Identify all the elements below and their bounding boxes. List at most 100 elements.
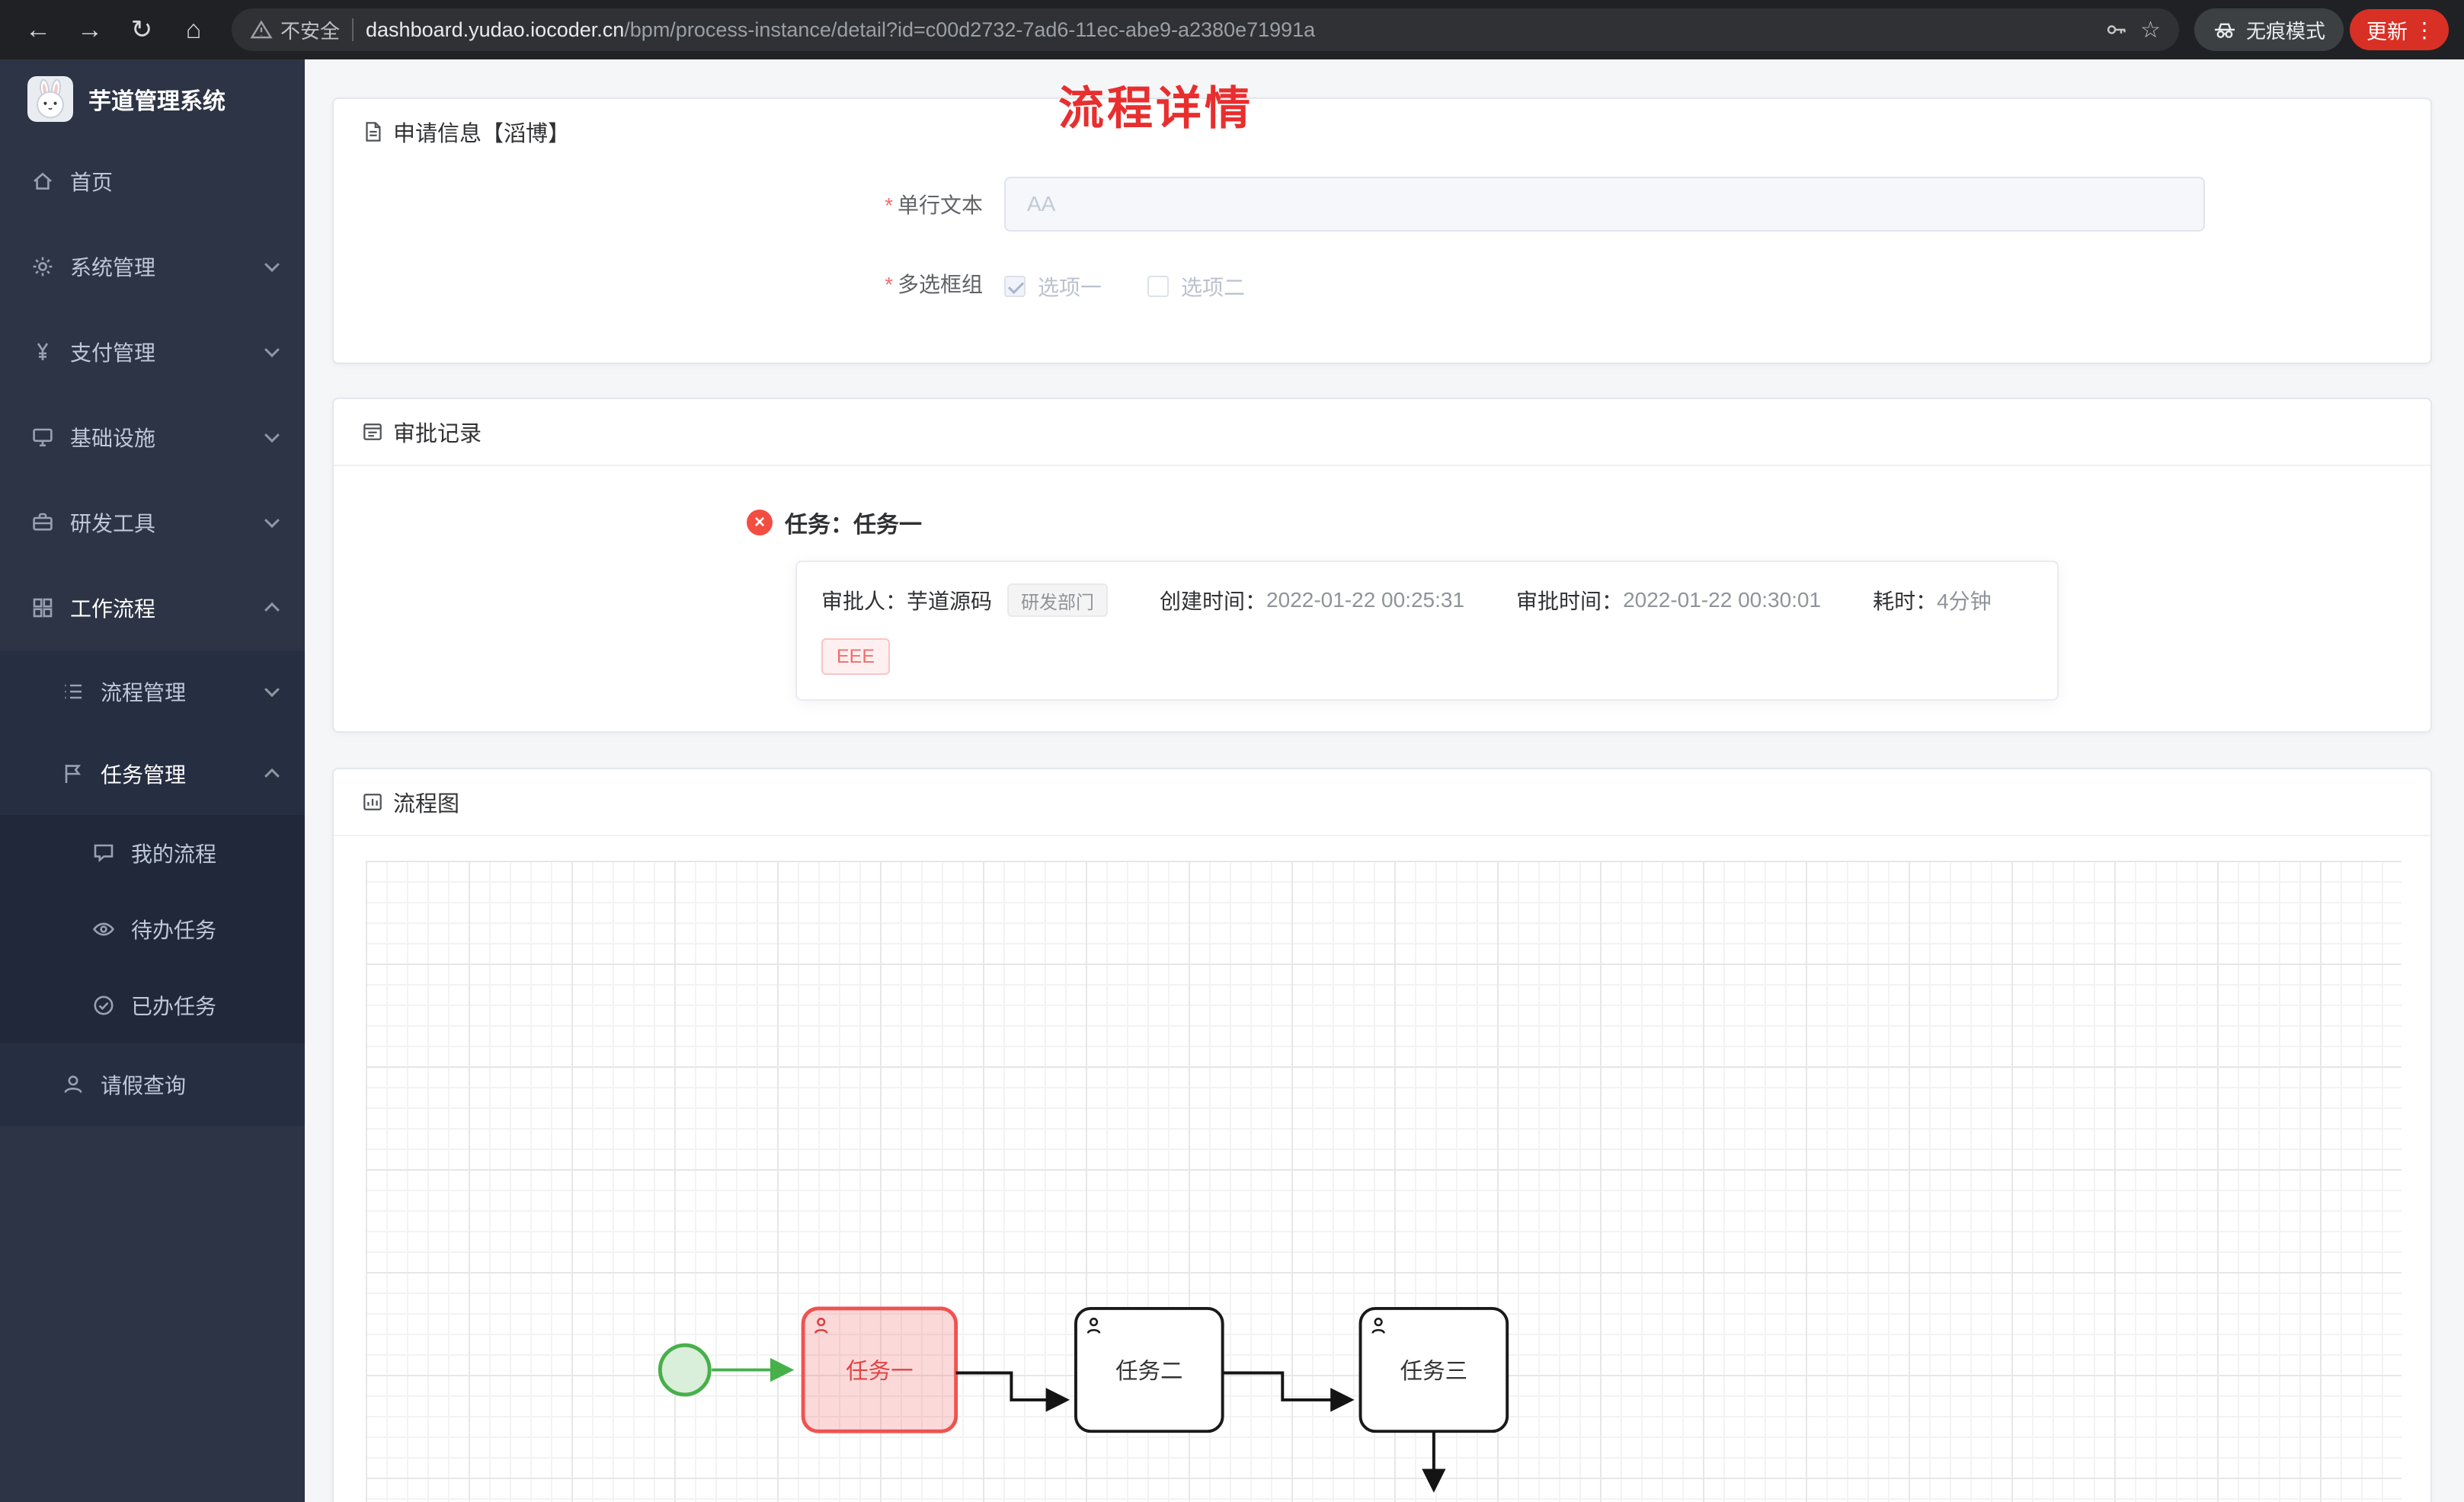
bpmn-svg: 任务一 任务二 任务三 — [658, 1306, 1509, 1493]
sidebar-item-process-mgmt[interactable]: 流程管理 — [0, 650, 305, 733]
sidebar-item-workflow[interactable]: 工作流程 — [0, 565, 305, 650]
key-icon[interactable] — [2105, 18, 2128, 41]
sidebar-item-label: 请假查询 — [101, 1074, 187, 1098]
checkbox-option-2[interactable]: 选项二 — [1147, 271, 1245, 302]
task3-label: 任务三 — [1400, 1359, 1467, 1384]
application-info-title: 申请信息【滔博】 — [393, 122, 571, 146]
sidebar-item-label: 已办任务 — [131, 995, 217, 1018]
chevron-up-icon — [264, 768, 280, 784]
document-icon — [361, 120, 384, 143]
start-event-node[interactable] — [658, 1343, 712, 1397]
task-node-3[interactable] — [1358, 1307, 1509, 1433]
bookmark-star-icon[interactable]: ☆ — [2140, 17, 2161, 43]
sidebar-item-label: 工作流程 — [70, 597, 156, 621]
chevron-down-icon — [264, 257, 280, 273]
process-diagram-header: 流程图 — [334, 769, 2430, 836]
address-bar[interactable]: 不安全 dashboard.yudao.iocoder.cn/bpm/proce… — [232, 8, 2179, 51]
url-path: /bpm/process-instance/detail?id=c00d2732… — [624, 18, 1316, 41]
security-chip[interactable]: 不安全 — [250, 16, 340, 44]
sidebar-logo[interactable]: 芋道管理系统 — [0, 59, 305, 139]
sidebar: 芋道管理系统 首页 系统管理 支付管理 基础设施 — [0, 59, 305, 1502]
sidebar-item-payment[interactable]: 支付管理 — [0, 309, 305, 395]
incognito-label: 无痕模式 — [2245, 19, 2325, 43]
timeline-item: × 任务：任务一 — [747, 506, 2430, 539]
sidebar-item-infra[interactable]: 基础设施 — [0, 395, 305, 480]
sidebar-item-label: 系统管理 — [70, 256, 156, 280]
workflow-grid-icon — [30, 596, 55, 620]
omnibox-divider — [352, 18, 354, 41]
approver-group: 审批人： 芋道源码 研发部门 — [821, 583, 1109, 617]
sidebar-item-label: 研发工具 — [70, 512, 156, 535]
single-line-text-input[interactable] — [1004, 177, 2205, 232]
home-button[interactable]: ⌂ — [171, 7, 216, 53]
app-title: 芋道管理系统 — [88, 89, 226, 114]
eye-icon — [91, 917, 116, 941]
sidebar-item-todo-tasks[interactable]: 待办任务 — [0, 891, 305, 967]
sidebar-item-label: 任务管理 — [101, 763, 187, 787]
duration-value: 4分钟 — [1937, 590, 1992, 613]
checkbox-option-1[interactable]: 选项一 — [1004, 271, 1102, 302]
chat-icon — [91, 841, 116, 865]
back-button[interactable]: ← — [15, 7, 61, 53]
home-icon: ⌂ — [185, 14, 202, 44]
checkbox-checked-icon — [1004, 276, 1026, 297]
checkbox-group: 选项一 选项二 — [1004, 271, 1245, 302]
sidebar-item-devtools[interactable]: 研发工具 — [0, 480, 305, 565]
sidebar-item-home[interactable]: 首页 — [0, 139, 305, 224]
duration-group: 耗时： 4分钟 — [1873, 585, 1992, 615]
text-field-label: *单行文本 — [885, 193, 983, 217]
checkbox-field-label: *多选框组 — [885, 273, 983, 296]
created-label: 创建时间： — [1160, 590, 1267, 613]
incognito-badge: 无痕模式 — [2194, 8, 2344, 51]
reload-button[interactable]: ↻ — [119, 7, 165, 53]
sidebar-item-system[interactable]: 系统管理 — [0, 224, 305, 309]
forward-button[interactable]: → — [67, 7, 113, 53]
reload-icon: ↻ — [130, 15, 153, 44]
approval-meta: 审批人： 芋道源码 研发部门 创建时间： 2022-01-22 00:25:31… — [821, 583, 2033, 617]
check-circle-icon — [91, 993, 116, 1018]
url-domain: dashboard.yudao.iocoder.cn — [366, 18, 625, 41]
process-diagram-title: 流程图 — [393, 792, 460, 817]
chevron-up-icon — [264, 602, 280, 618]
checkbox-option-label: 选项二 — [1181, 276, 1246, 299]
bpmn-canvas[interactable]: 任务一 任务二 任务三 — [366, 861, 2402, 1502]
task3-user-icon — [1371, 1318, 1385, 1334]
chevron-down-icon — [264, 427, 280, 443]
sidebar-item-label: 基础设施 — [70, 427, 156, 450]
checkbox-option-label: 选项一 — [1038, 276, 1102, 299]
sidebar-item-leave-query[interactable]: 请假查询 — [0, 1043, 305, 1126]
task-title: 任务：任务一 — [785, 513, 922, 538]
checkbox-unchecked-icon — [1147, 276, 1170, 297]
main-content: 流程详情 申请信息【滔博】 *单行文本 *多选框组 — [305, 59, 2464, 1502]
warning-icon — [250, 18, 273, 41]
created-group: 创建时间： 2022-01-22 00:25:31 — [1160, 585, 1464, 615]
incognito-icon — [2213, 18, 2237, 42]
task-node-2[interactable] — [1074, 1307, 1224, 1433]
task1-label: 任务一 — [846, 1359, 913, 1384]
chevron-down-icon — [264, 342, 280, 358]
application-info-header: 申请信息【滔博】 — [334, 99, 2430, 165]
list-icon — [61, 679, 85, 704]
security-label: 不安全 — [280, 19, 341, 43]
monitor-icon — [30, 425, 55, 449]
required-star: * — [885, 193, 893, 217]
close-circle-icon: × — [747, 510, 773, 535]
logo-rabbit-icon — [27, 76, 73, 122]
approval-record-card: 审批记录 × 任务：任务一 审批人： 芋道源码 研发部门 创建时间： — [332, 398, 2432, 733]
task-node-1[interactable] — [801, 1306, 958, 1433]
menu-dots-icon[interactable]: ⋮ — [2414, 18, 2435, 42]
sidebar-item-label: 流程管理 — [101, 681, 187, 705]
record-icon — [361, 420, 384, 443]
sidebar-item-task-mgmt[interactable]: 任务管理 — [0, 733, 305, 815]
update-button[interactable]: 更新 ⋮ — [2350, 9, 2449, 50]
approver-name: 芋道源码 — [907, 590, 993, 613]
task2-label: 任务二 — [1115, 1359, 1182, 1384]
sidebar-item-label: 我的流程 — [131, 842, 217, 866]
back-icon: ← — [25, 14, 51, 44]
sidebar-item-done-tasks[interactable]: 已办任务 — [0, 967, 305, 1043]
dept-tag: 研发部门 — [1007, 583, 1109, 617]
sidebar-item-my-process[interactable]: 我的流程 — [0, 815, 305, 891]
approval-record-title: 审批记录 — [393, 422, 482, 446]
required-star: * — [885, 273, 893, 296]
url-text: dashboard.yudao.iocoder.cn/bpm/process-i… — [366, 18, 2093, 42]
